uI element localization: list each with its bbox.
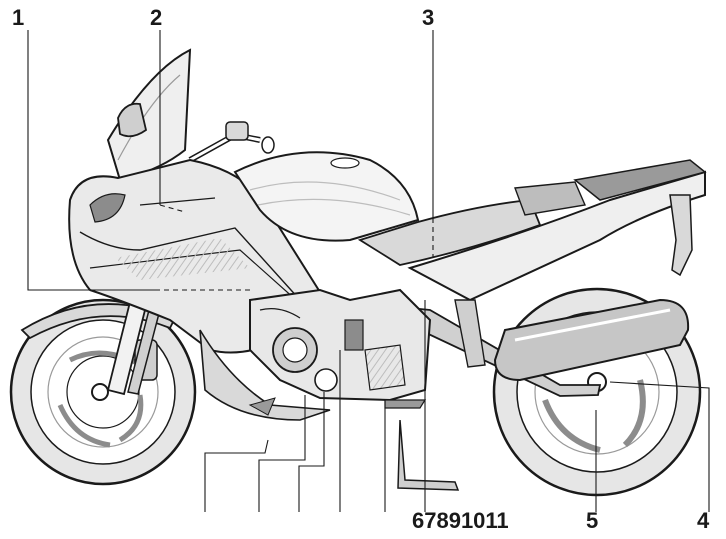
callout-1: 1 [12, 5, 25, 30]
rear-cowl [407, 170, 706, 302]
headlight [89, 193, 126, 223]
mirror [117, 102, 148, 138]
license-bracket [669, 194, 693, 277]
side-stand [384, 399, 460, 491]
leader-lines [27, 30, 710, 512]
callout-4: 4 [697, 508, 710, 533]
callout-5: 5 [586, 508, 599, 533]
muffler [493, 298, 690, 382]
lower-fairing [199, 329, 331, 421]
callout-3: 3 [422, 5, 435, 30]
engine [249, 288, 432, 402]
grab-bar [573, 159, 707, 201]
callout-group-6-11: 67891011 [412, 508, 509, 533]
callout-2: 2 [150, 5, 163, 30]
handlebar [188, 121, 275, 163]
rear-shock [454, 299, 486, 368]
fuel-tank [233, 151, 420, 242]
